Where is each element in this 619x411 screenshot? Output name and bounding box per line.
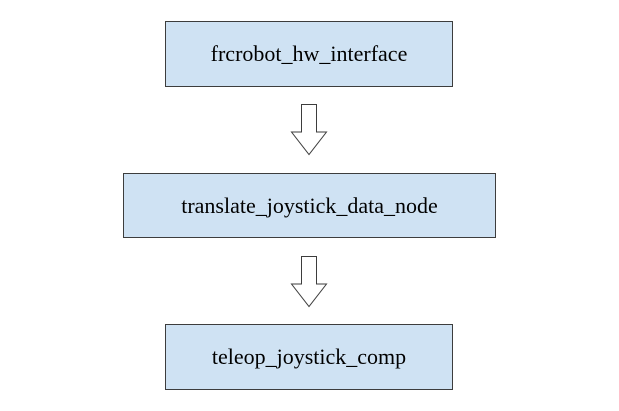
down-arrow-icon: [290, 256, 328, 308]
node-label: translate_joystick_data_node: [181, 192, 438, 218]
down-arrow-icon: [290, 104, 328, 156]
node-label: frcrobot_hw_interface: [210, 41, 408, 66]
node-teleop-joystick-comp: teleop_joystick_comp: [165, 324, 453, 390]
node-label: teleop_joystick_comp: [211, 344, 407, 369]
node-translate-joystick-data-node: translate_joystick_data_node: [123, 173, 496, 238]
node-frcrobot-hw-interface: frcrobot_hw_interface: [165, 21, 453, 87]
